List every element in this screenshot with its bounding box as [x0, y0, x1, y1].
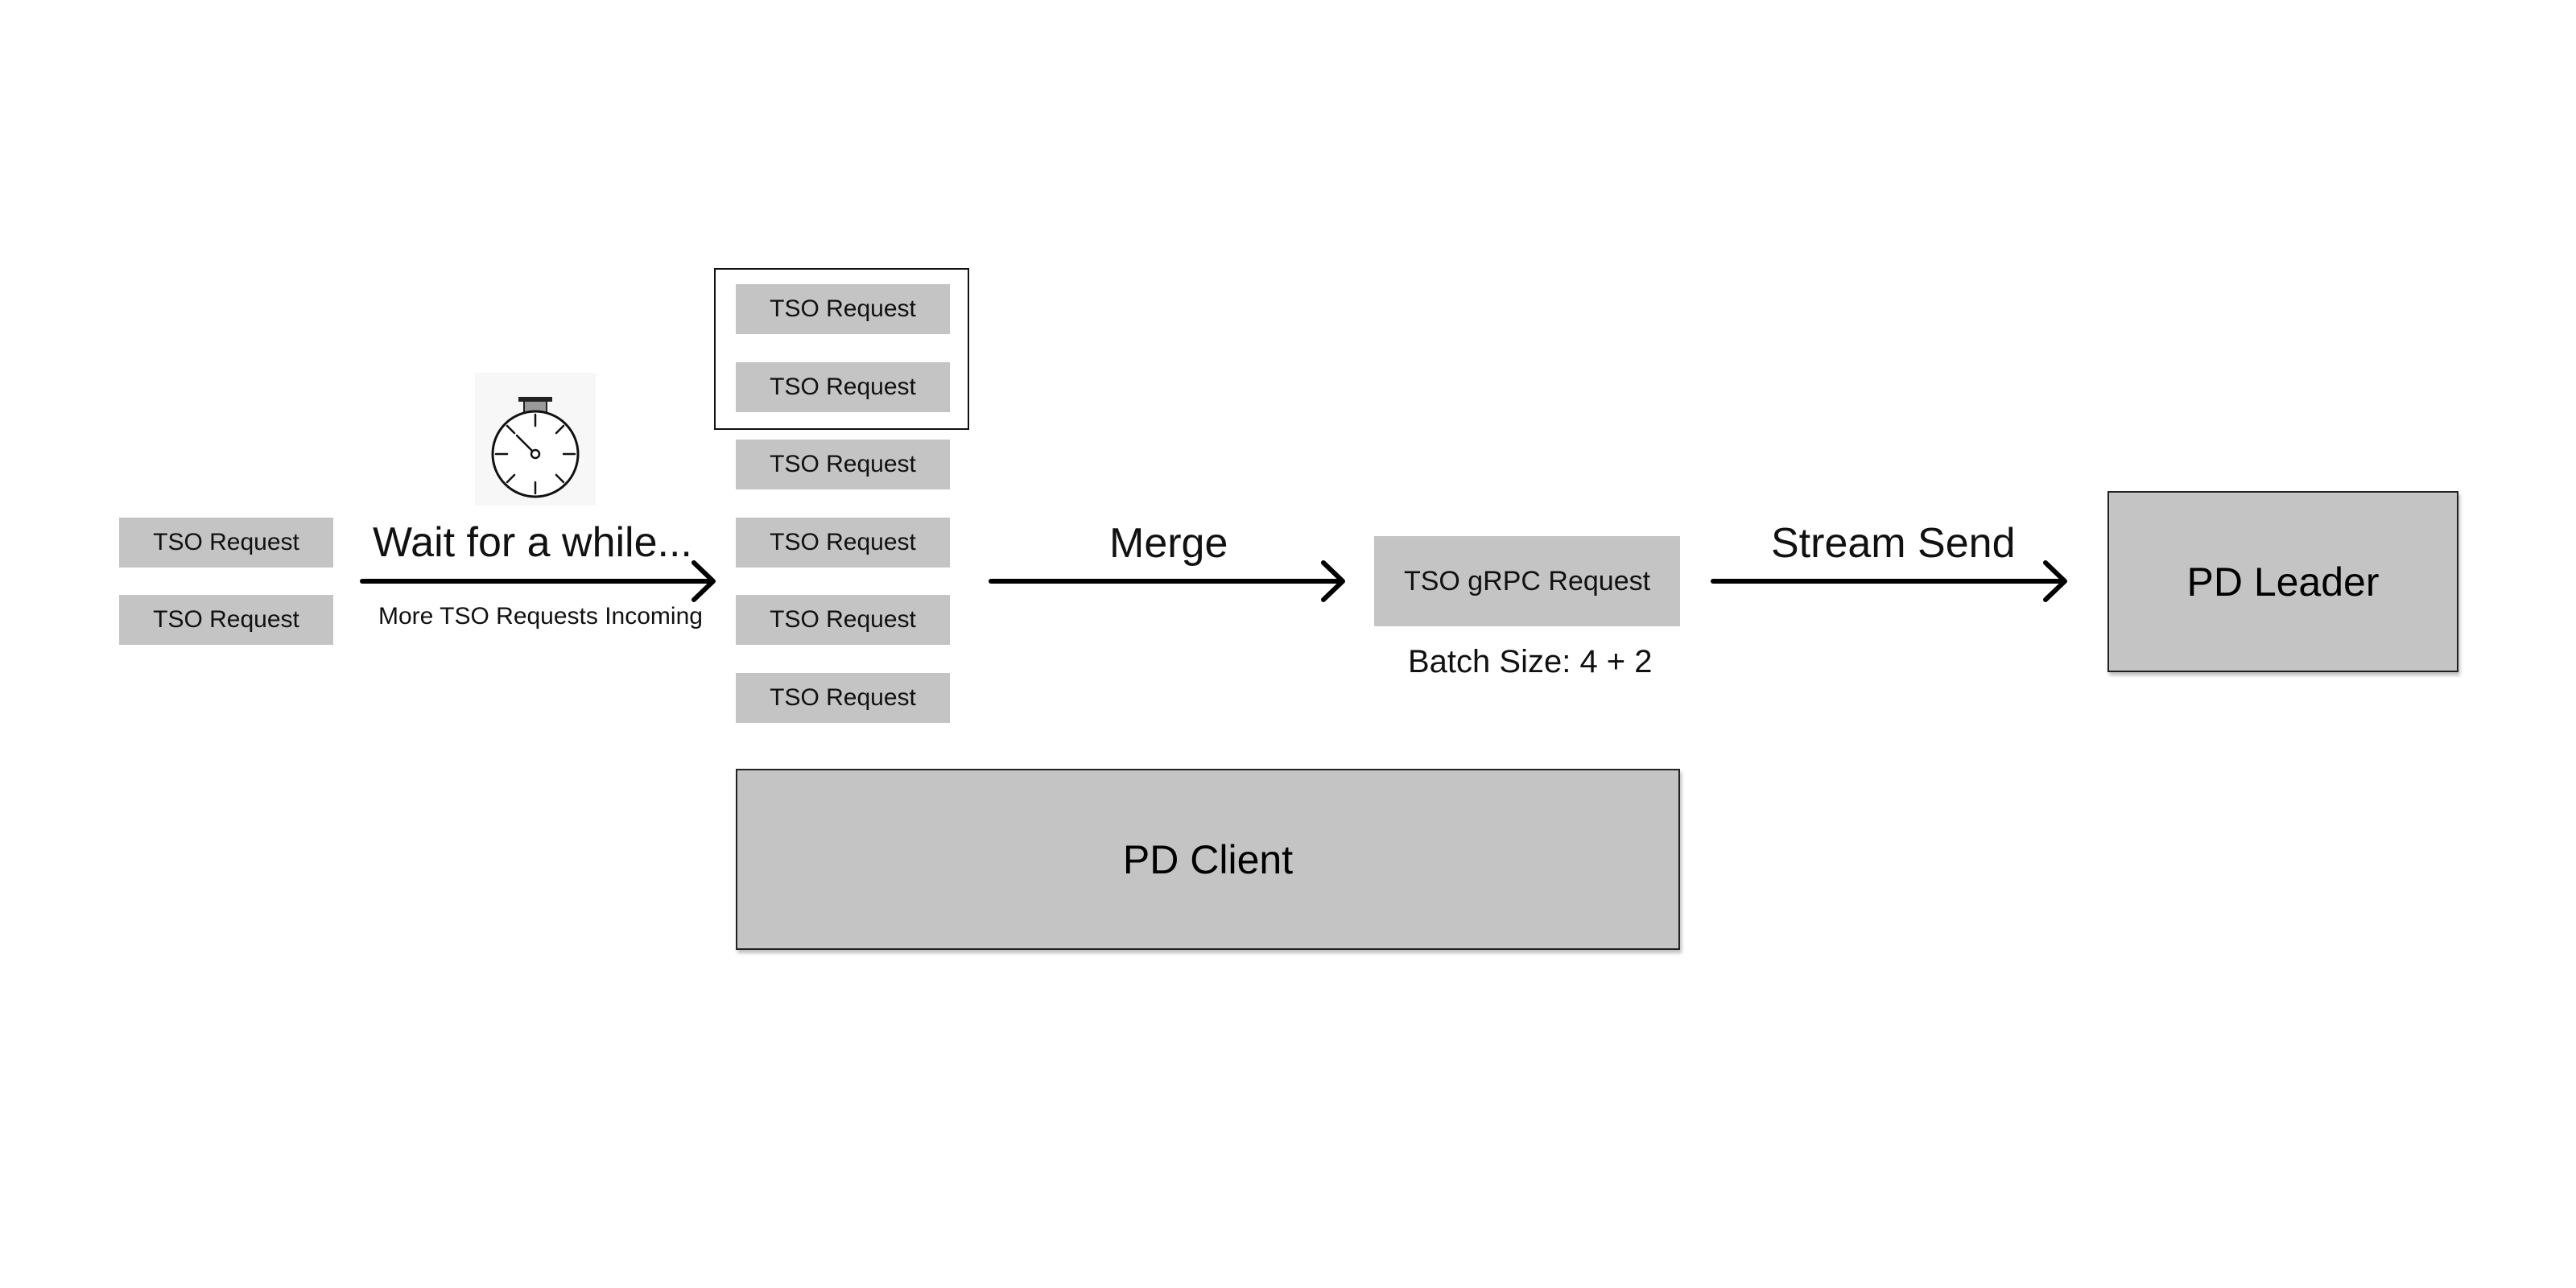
incoming-label: More TSO Requests Incoming [378, 603, 703, 630]
column-tso-request-2: TSO Request [736, 362, 950, 412]
stream-send-arrow [1711, 560, 2067, 602]
stopwatch-icon [475, 373, 596, 506]
tso-grpc-request: TSO gRPC Request [1374, 536, 1680, 626]
column-tso-request-5: TSO Request [736, 595, 950, 645]
column-tso-request-3: TSO Request [736, 440, 950, 489]
column-tso-request-4: TSO Request [736, 518, 950, 568]
stream-send-label: Stream Send [1771, 520, 2016, 567]
pd-client-box: PD Client [736, 769, 1680, 950]
merge-arrow [989, 560, 1345, 602]
batch-frame [714, 268, 969, 430]
wait-arrow [360, 560, 716, 602]
pd-leader-box: PD Leader [2107, 491, 2458, 672]
column-tso-request-1: TSO Request [736, 284, 950, 334]
incoming-tso-request-1: TSO Request [119, 518, 333, 568]
incoming-tso-request-2: TSO Request [119, 595, 333, 645]
wait-label: Wait for a while... [373, 519, 692, 566]
batch-size-label: Batch Size: 4 + 2 [1408, 644, 1653, 679]
merge-label: Merge [1109, 520, 1228, 567]
column-tso-request-6: TSO Request [736, 673, 950, 723]
pd-leader-label: PD Leader [2186, 559, 2380, 605]
pd-client-label: PD Client [1122, 836, 1294, 882]
